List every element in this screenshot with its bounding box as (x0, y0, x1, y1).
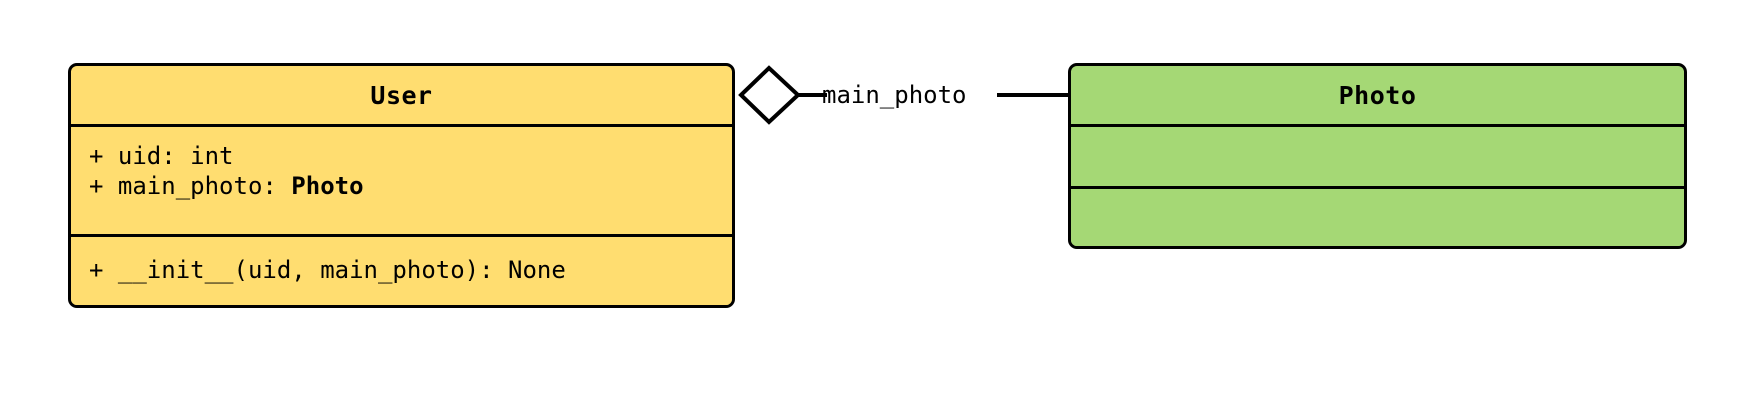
class-methods-user: + __init__(uid, main_photo): None (71, 234, 732, 305)
class-attributes-user: + uid: int + main_photo: Photo (71, 124, 732, 234)
attribute-main-photo-type: Photo (291, 172, 364, 200)
class-title-photo: Photo (1338, 80, 1417, 110)
attribute-main-photo-prefix: + main_photo: (89, 172, 292, 200)
class-box-photo[interactable]: Photo (1068, 63, 1687, 249)
attribute-main-photo: + main_photo: Photo (89, 171, 714, 201)
method-init: + __init__(uid, main_photo): None (89, 256, 566, 284)
class-title-user: User (370, 80, 433, 110)
aggregation-connector (735, 55, 1075, 137)
attribute-uid: + uid: int (89, 142, 234, 170)
class-attributes-photo (1071, 124, 1684, 186)
association-label-main-photo: main_photo (822, 81, 967, 109)
class-methods-photo (1071, 186, 1684, 246)
class-box-user[interactable]: User + uid: int + main_photo: Photo + __… (68, 63, 735, 308)
